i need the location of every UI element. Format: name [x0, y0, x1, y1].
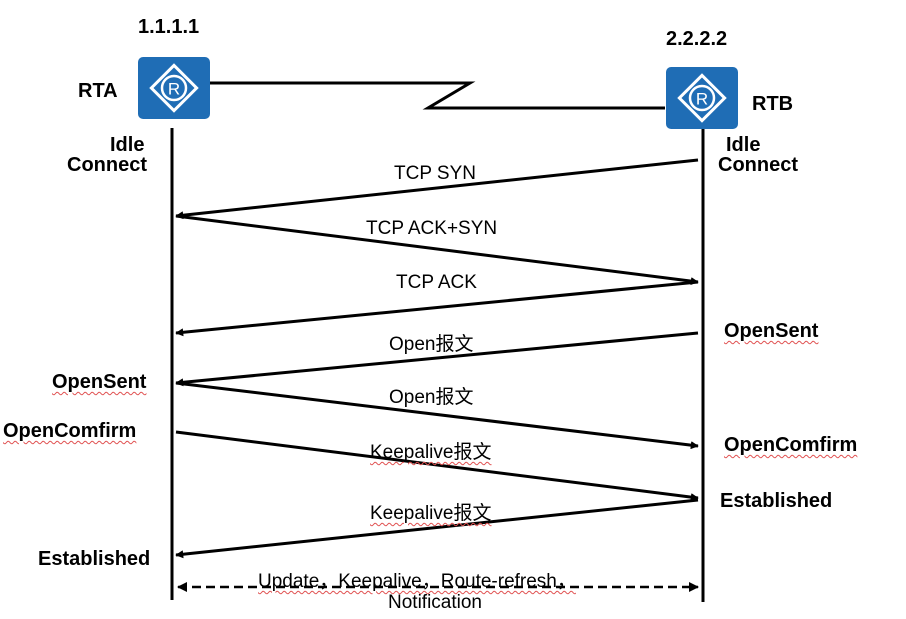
arrow-open-2	[175, 381, 699, 450]
svg-text:R: R	[696, 90, 708, 109]
router-icon: R	[677, 73, 727, 123]
msg-update-line1: Update，Keepalive，Route-refresh，	[258, 571, 576, 592]
rta-state-connect: Connect	[67, 154, 147, 176]
msg-update-line2: Notification	[388, 592, 482, 613]
msg-tcp-ack: TCP ACK	[396, 272, 477, 293]
arrow-tcp-ack	[175, 280, 699, 337]
rta-state-idle: Idle	[110, 134, 145, 156]
rta-state-openconfirm: OpenComfirm	[3, 420, 137, 442]
rtb-ip-label: 2.2.2.2	[666, 28, 728, 50]
router-icon: R	[149, 63, 199, 113]
rta-state-opensent: OpenSent	[52, 371, 147, 393]
msg-open-1: Open报文	[389, 334, 474, 355]
rtb-state-opensent: OpenSent	[724, 320, 819, 342]
msg-open-2: Open报文	[389, 387, 474, 408]
msg-tcp-ack-syn: TCP ACK+SYN	[366, 218, 498, 239]
rtb-state-openconfirm: OpenComfirm	[724, 434, 858, 456]
rta-ip-label: 1.1.1.1	[138, 16, 200, 38]
msg-keepalive-2: Keepalive报文	[370, 503, 492, 524]
arrow-tcp-syn	[175, 158, 699, 220]
rtb-state-established: Established	[720, 490, 833, 512]
rtb-state-idle: Idle	[726, 134, 761, 156]
serial-link	[210, 81, 665, 110]
rta-name-label: RTA	[78, 80, 118, 102]
arrow-keepalive-1	[175, 430, 699, 502]
msg-keepalive-1: Keepalive报文	[370, 442, 492, 463]
arrow-keepalive-2	[175, 498, 699, 559]
svg-text:R: R	[168, 80, 180, 99]
router-rtb: R	[666, 67, 738, 129]
arrow-tcp-ack-syn	[175, 214, 699, 286]
msg-tcp-syn: TCP SYN	[394, 163, 477, 184]
arrow-open-1	[175, 331, 699, 387]
rtb-state-connect: Connect	[718, 154, 798, 176]
router-rta: R	[138, 57, 210, 119]
rta-state-established: Established	[38, 548, 151, 570]
rtb-name-label: RTB	[752, 93, 794, 115]
